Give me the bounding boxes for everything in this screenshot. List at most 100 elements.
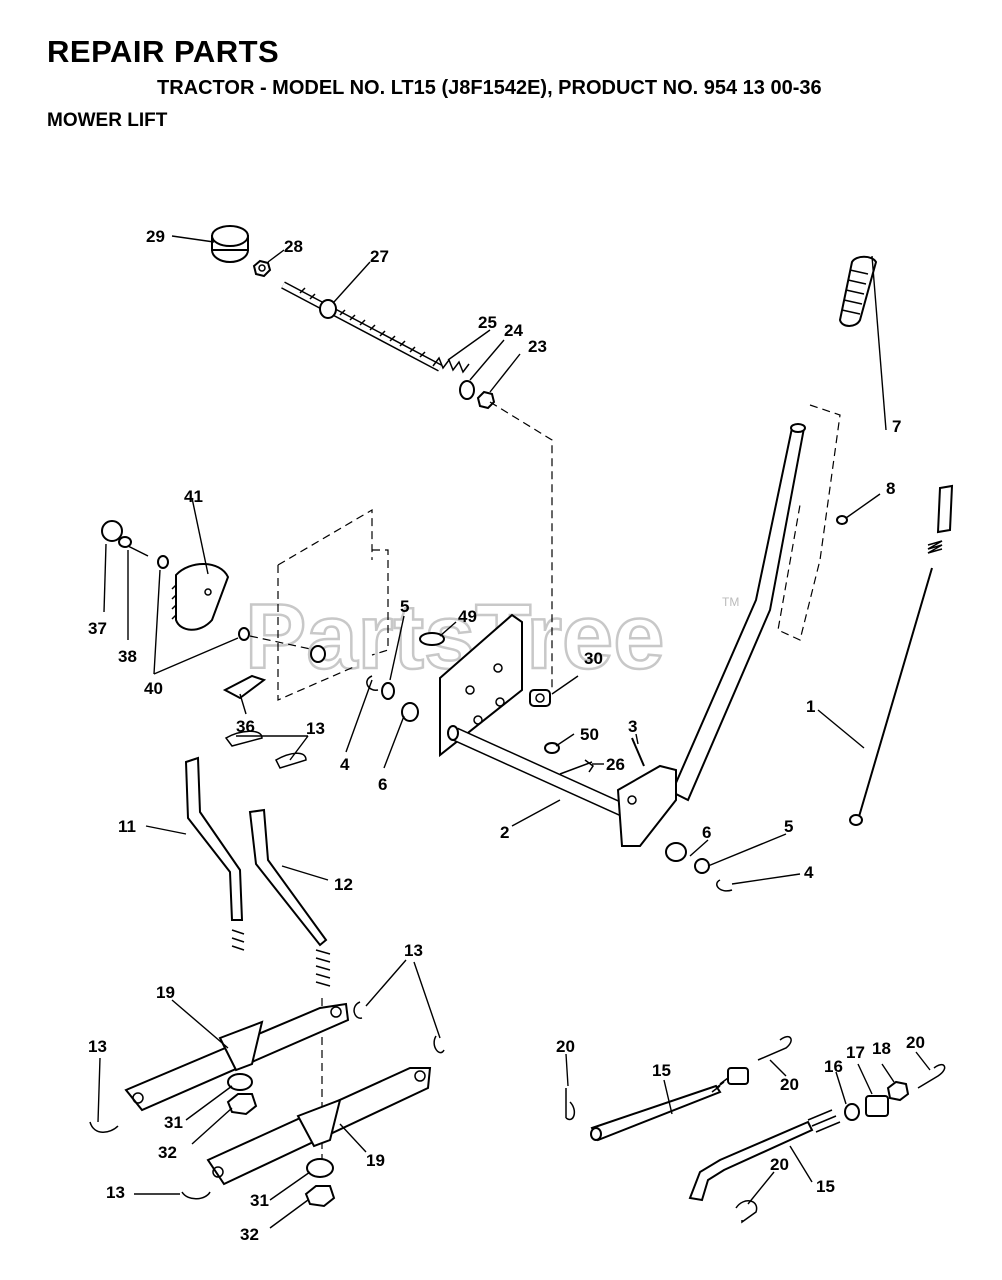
callout-6: 6: [702, 823, 711, 842]
lift-arm-lower-part: [206, 1067, 432, 1186]
washer-part: [419, 632, 445, 646]
callout-37: 37: [88, 619, 107, 638]
hairpin-clip-part: [353, 1001, 363, 1019]
callout-40: 40: [144, 679, 163, 698]
frame-plate-part: [277, 508, 389, 701]
callout-5: 5: [400, 597, 409, 616]
bushing-part: [310, 645, 326, 663]
cam-plate-part: [171, 563, 230, 631]
handle-end-part: [836, 515, 848, 525]
handle-extension-line: [777, 404, 841, 641]
lift-plate-part: [439, 613, 523, 758]
hairpin-clip-part: [433, 1035, 445, 1054]
callout-7: 7: [892, 417, 901, 436]
callout-31: 31: [250, 1191, 269, 1210]
callout-13: 13: [106, 1183, 125, 1202]
hairpin-clip-part: [181, 1191, 211, 1200]
callout-25: 25: [478, 313, 497, 332]
callout-19: 19: [366, 1151, 385, 1170]
callout-6: 6: [378, 775, 387, 794]
trunnion-part: [865, 1095, 889, 1117]
pivot-part: [529, 689, 551, 707]
hairpin-clip-part: [565, 1088, 576, 1121]
callout-4: 4: [804, 863, 814, 882]
callout-13: 13: [404, 941, 423, 960]
knob-cap-part: [101, 520, 123, 542]
page-title: REPAIR PARTS: [47, 34, 280, 69]
washer-part: [381, 682, 395, 700]
callout-3: 3: [628, 717, 637, 736]
lift-link-right-part: [248, 808, 331, 987]
callout-49: 49: [458, 607, 477, 626]
callout-41: 41: [184, 487, 203, 506]
assembly-line: [489, 401, 553, 690]
callout-8: 8: [886, 479, 895, 498]
roll-pin-part: [631, 737, 645, 767]
callout-17: 17: [846, 1043, 865, 1062]
callout-15: 15: [816, 1177, 835, 1196]
callout-12: 12: [334, 875, 353, 894]
callout-24: 24: [504, 321, 523, 340]
lift-shaft-part: [447, 725, 635, 821]
callout-4: 4: [340, 755, 350, 774]
assembly-line: [249, 635, 316, 651]
washer-part: [238, 627, 250, 641]
spacer-part: [306, 1158, 334, 1178]
callout-20: 20: [780, 1075, 799, 1094]
threaded-rod-part: [281, 281, 442, 372]
washer-part: [544, 742, 560, 754]
adjust-knob-part: [211, 225, 249, 263]
washer-part: [844, 1103, 860, 1121]
spring-part: [432, 356, 470, 374]
lift-arm-upper-part: [124, 1002, 350, 1112]
callout-27: 27: [370, 247, 389, 266]
callout-11: 11: [118, 817, 136, 836]
callout-29: 29: [146, 227, 165, 246]
hairpin-clip-part: [735, 1200, 758, 1224]
callout-23: 23: [528, 337, 547, 356]
hex-nut-part: [476, 390, 496, 410]
callout-5: 5: [784, 817, 793, 836]
callout-20: 20: [906, 1033, 925, 1052]
lock-nut-part: [226, 1093, 258, 1116]
callout-16: 16: [824, 1057, 843, 1076]
handle-grip-part: [838, 255, 878, 327]
callout-20: 20: [770, 1155, 789, 1174]
callout-36: 36: [236, 717, 255, 736]
callout-13: 13: [88, 1037, 107, 1056]
lift-link-left-part: [184, 756, 245, 951]
hairpin-clip-part: [757, 1036, 792, 1061]
callout-20: 20: [556, 1037, 575, 1056]
rear-lift-rod-upper-part: [590, 1067, 749, 1142]
lock-nut-part: [252, 259, 272, 278]
callout-32: 32: [158, 1143, 177, 1162]
leader-lines: [97, 235, 931, 1229]
washer-part: [694, 858, 710, 874]
model-subtitle: TRACTOR - MODEL NO. LT15 (J8F1542E), PRO…: [157, 77, 822, 99]
hairpin-clip-part: [89, 1121, 119, 1133]
spacer-part: [227, 1073, 253, 1091]
callout-15: 15: [652, 1061, 671, 1080]
cotter-pin-part: [559, 759, 595, 775]
callout-2: 2: [500, 823, 509, 842]
lock-nut-part: [304, 1185, 336, 1208]
callout-1: 1: [806, 697, 815, 716]
callout-32: 32: [240, 1225, 259, 1244]
callout-50: 50: [580, 725, 599, 744]
callout-31: 31: [164, 1113, 183, 1132]
release-rod-part: [849, 484, 954, 826]
washer-part: [157, 555, 169, 569]
hairpin-clip-part: [275, 752, 307, 769]
callout-19: 19: [156, 983, 175, 1002]
bolt-part: [118, 536, 149, 557]
callout-30: 30: [584, 649, 603, 668]
callout-18: 18: [872, 1039, 891, 1058]
callout-labels: 29 28 27 25 24 23 7 8 41 37 38 40 5 49 3…: [88, 227, 925, 1244]
bushing-part: [401, 702, 419, 722]
washer-part: [459, 380, 475, 400]
lift-handle-part: [616, 423, 806, 847]
callout-26: 26: [606, 755, 625, 774]
rear-lift-rod-lower-part: [688, 1109, 841, 1202]
callout-28: 28: [284, 237, 303, 256]
